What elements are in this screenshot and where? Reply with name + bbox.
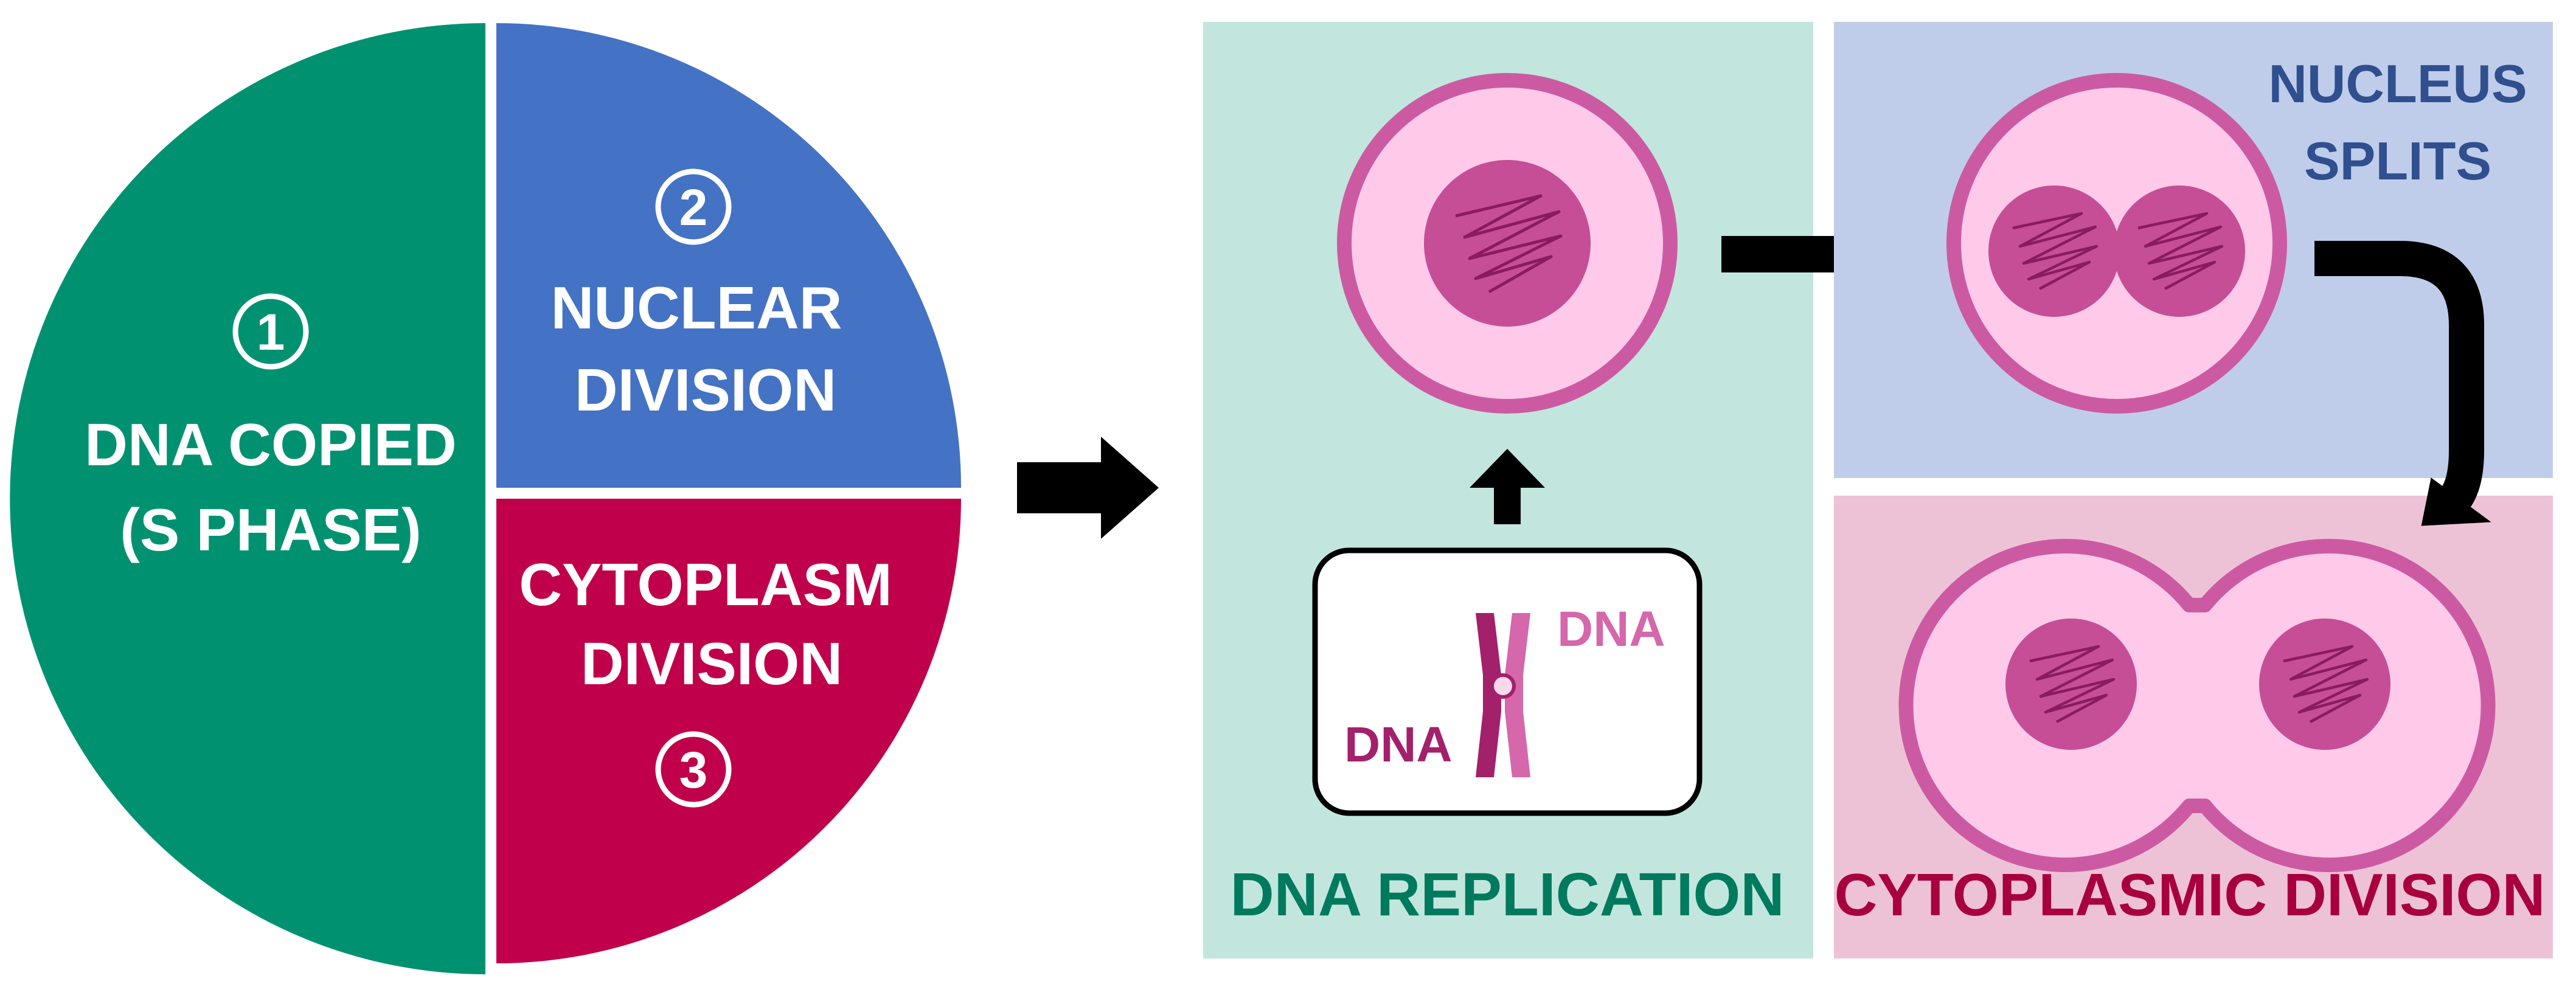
division-label-1: DIVISION [575, 356, 836, 423]
pie-segment-nuclear-division [496, 23, 961, 488]
cell-cycle-pie: 1 DNA COPIED (S PHASE) 2 NUCLEAR DIVISIO… [10, 23, 961, 974]
dna-replication-label: DNA REPLICATION [1230, 861, 1784, 929]
cytoplasm-label: CYTOPLASM [519, 551, 892, 618]
arrow-up-small [1470, 449, 1545, 524]
step-3-number: 3 [679, 741, 708, 799]
panel-cytoplasmic-division: CYTOPLASMIC DIVISION [1834, 496, 2553, 958]
nucleus-left [1988, 185, 2120, 317]
pie-segment-cytoplasm-division [496, 499, 961, 963]
step-2-number: 2 [679, 179, 708, 236]
nucleus-label: NUCLEUS [2268, 54, 2527, 114]
nucleus-daughter-right [2259, 619, 2390, 750]
cell-two-nuclei [1946, 73, 2287, 414]
nucleus-right [2114, 185, 2245, 317]
nucleus-single [1424, 160, 1591, 327]
arrow-right-main [1017, 437, 1159, 539]
panel-nucleus-splits: NUCLEUS SPLITS [1834, 22, 2553, 478]
division-label-2: DIVISION [581, 630, 842, 697]
nuclear-label: NUCLEAR [550, 274, 842, 341]
splits-label: SPLITS [2304, 131, 2491, 191]
s-phase-label: (S PHASE) [120, 496, 422, 563]
cell-single [1337, 73, 1678, 414]
step-1-circle [232, 293, 309, 370]
chromosome-box: DNA DNA [1312, 547, 1703, 816]
step-1-number: 1 [257, 303, 285, 361]
panel-dna-replication: DNA DNA DNA REPLICATION [1203, 22, 1813, 958]
dna-label-top: DNA [1557, 601, 1665, 657]
step-3-circle [655, 731, 732, 808]
chromosome-icon [1476, 613, 1530, 777]
arrow-curved-down [2314, 241, 2491, 526]
cytoplasmic-division-label: CYTOPLASMIC DIVISION [1835, 861, 2546, 928]
pie-segment-dna-copied [10, 23, 486, 974]
cell-dividing [1898, 539, 2496, 872]
nucleus-daughter-left [2005, 619, 2137, 750]
dna-label-bottom: DNA [1344, 717, 1453, 772]
dna-copied-label: DNA COPIED [85, 411, 457, 478]
step-2-circle [655, 168, 732, 245]
